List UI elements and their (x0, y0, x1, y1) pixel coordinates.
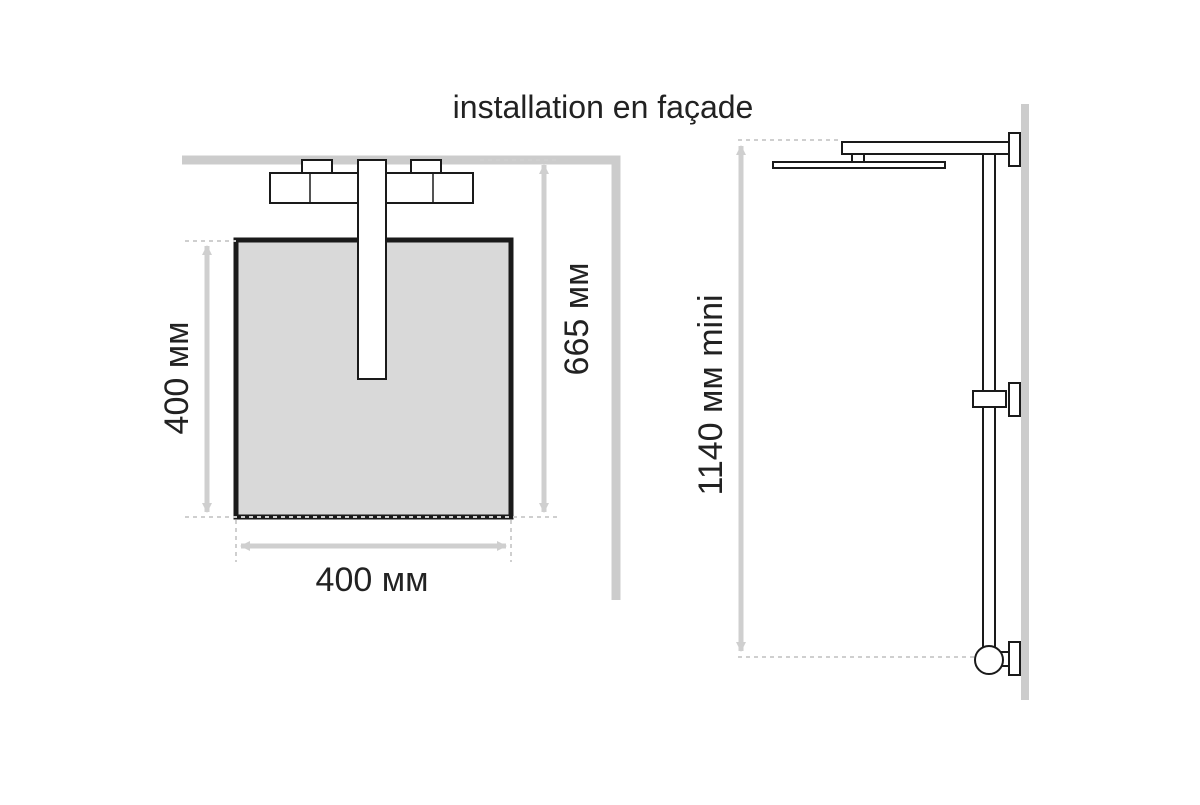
extension-lines (185, 159, 560, 562)
middle-wall-bracket (1008, 382, 1021, 417)
rain-head-side (772, 161, 946, 169)
side-view: 1140 мм mini (692, 104, 1029, 700)
side-shower-arm (841, 141, 1010, 155)
width-dimension-label: 400 мм (316, 561, 429, 599)
middle-bracket-clamp (972, 390, 1007, 408)
wall (1021, 104, 1029, 700)
diagram-title: installation en façade (453, 89, 754, 125)
bottom-elbow (974, 645, 1004, 675)
height-dimension-label: 400 мм (158, 322, 196, 435)
side-extension-lines (738, 139, 975, 658)
top-wall-bracket (1008, 132, 1021, 167)
bottom-wall-bracket (1008, 641, 1021, 676)
front-view: 400 мм 400 мм 665 мм (158, 155, 621, 600)
bar-height-dimension-label: 1140 мм mini (692, 294, 730, 495)
overall-dimension-label: 665 мм (558, 263, 596, 376)
shower-arm (357, 159, 387, 380)
